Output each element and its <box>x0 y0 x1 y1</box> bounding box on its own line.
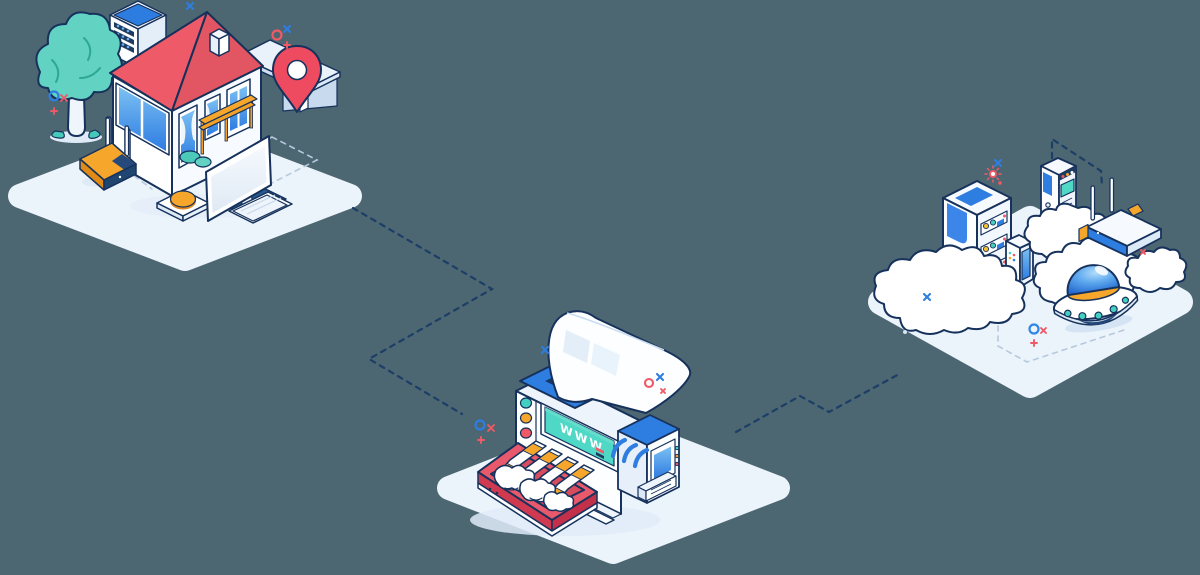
router-antenna <box>124 125 130 157</box>
front-detail-chips <box>596 447 604 460</box>
crumpled-paper <box>493 464 575 513</box>
unit-screen <box>654 446 671 479</box>
cloud-wifi-router <box>1078 177 1162 257</box>
small-server-door <box>1021 247 1031 281</box>
connector-server-to-router <box>1050 136 1104 188</box>
chimney <box>209 28 230 57</box>
www-screen <box>544 406 615 467</box>
decor-sprinkles-cloud <box>903 158 1146 347</box>
button-red <box>519 427 533 439</box>
tray-base <box>477 482 598 537</box>
roof-right-face <box>171 11 264 112</box>
bush-small <box>194 156 212 168</box>
router-antenna <box>1090 185 1096 221</box>
scene-web-press: WWW <box>470 310 692 537</box>
router-antenna <box>105 117 111 149</box>
location-pin-icon <box>272 45 322 113</box>
desktop-computer <box>205 135 293 224</box>
monitor-screen <box>211 146 267 213</box>
signal-waves-icon <box>610 437 650 469</box>
house <box>109 11 264 197</box>
tree <box>35 11 123 143</box>
mini-server-screen <box>1060 178 1075 198</box>
button-orange <box>519 412 533 424</box>
orange-button <box>169 190 197 208</box>
decor-sprinkles-home <box>48 1 292 115</box>
home-wifi-router <box>79 117 137 191</box>
signal-unit <box>610 414 680 504</box>
cloud <box>873 244 1026 335</box>
connector-press-to-cloud <box>734 371 903 434</box>
ufo-underside <box>1077 313 1118 325</box>
scene-cloud-hosting <box>873 157 1188 363</box>
connector-home-to-press <box>351 206 495 416</box>
keyboard <box>228 191 293 224</box>
connection-lines <box>351 136 1104 434</box>
ground-markings-cloud <box>997 315 1125 363</box>
scene-home <box>35 0 341 224</box>
cloud <box>1124 246 1188 293</box>
button-teal <box>519 397 533 409</box>
output-drawer <box>637 471 677 502</box>
garden-table <box>198 94 258 155</box>
router-antenna <box>1109 177 1115 213</box>
decor-sprinkles-press <box>474 345 666 444</box>
radar-dome-ufo <box>1052 264 1139 333</box>
tree-trunk <box>67 95 86 137</box>
rack-blue-panel <box>947 203 967 244</box>
power-button-pad <box>156 189 210 222</box>
router-connector <box>1078 223 1089 243</box>
paper-sheet <box>547 310 692 414</box>
